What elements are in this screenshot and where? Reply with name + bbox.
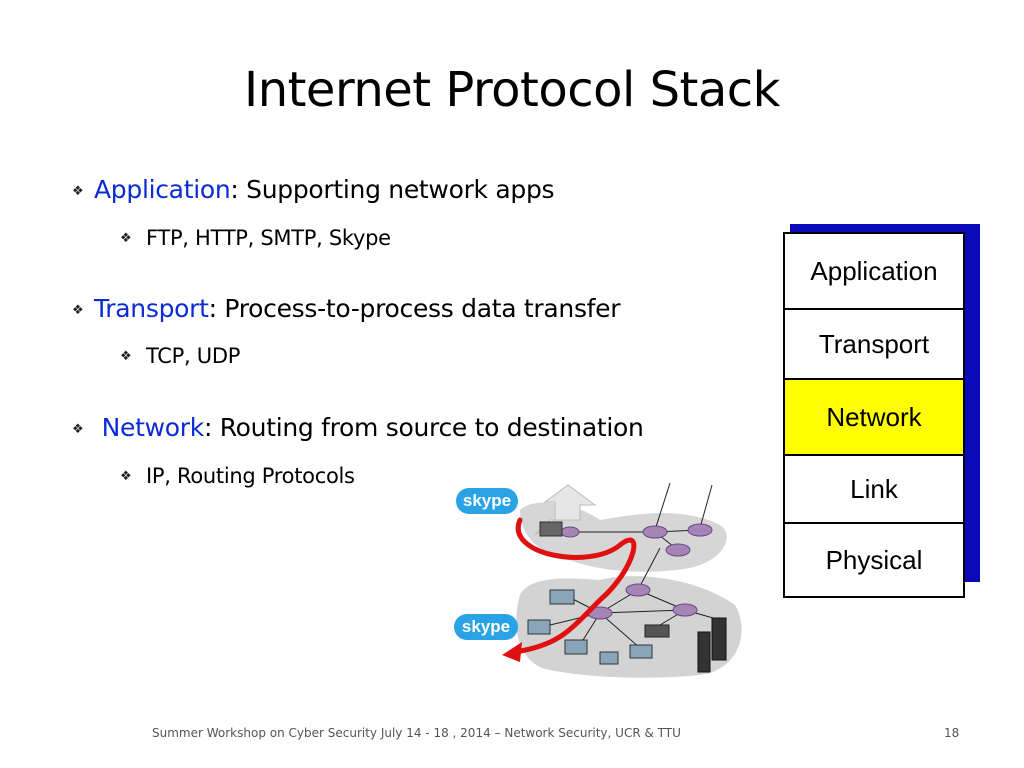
subbullet-text: TCP, UDP xyxy=(146,344,241,368)
subbullet-text: FTP, HTTP, SMTP, Skype xyxy=(146,226,391,250)
route-arrow xyxy=(502,517,637,662)
subbullet-transport: ❖ TCP, UDP xyxy=(120,344,240,368)
diamond-bullet-icon: ❖ xyxy=(72,422,84,437)
layer-application: Application xyxy=(783,232,965,310)
skype-label-bottom: skype xyxy=(462,617,510,636)
protocol-stack: Application Transport Network Link Physi… xyxy=(783,232,965,598)
diamond-bullet-icon: ❖ xyxy=(120,349,132,364)
slide-title: Internet Protocol Stack xyxy=(244,62,780,118)
host-icons xyxy=(527,521,727,673)
skype-label-top: skype xyxy=(463,491,511,510)
bullet-text: : Supporting network apps xyxy=(230,175,555,204)
skype-logo-top: skype xyxy=(456,488,518,514)
bullet-keyword: Network xyxy=(101,413,205,442)
subbullet-application: ❖ FTP, HTTP, SMTP, Skype xyxy=(120,226,391,250)
bullet-keyword: Transport xyxy=(94,294,209,323)
bullet-text: : Routing from source to destination xyxy=(203,413,644,442)
layer-physical: Physical xyxy=(783,522,965,598)
bullet-text: : Process-to-process data transfer xyxy=(208,294,621,323)
bullet-network: ❖ Network: Routing from source to destin… xyxy=(72,413,644,442)
diamond-bullet-icon: ❖ xyxy=(72,184,84,199)
page-number: 18 xyxy=(944,726,960,740)
diamond-bullet-icon: ❖ xyxy=(120,231,132,246)
skype-logo-bottom: skype xyxy=(454,614,518,640)
layer-transport: Transport xyxy=(783,308,965,380)
subbullet-text: IP, Routing Protocols xyxy=(146,464,355,488)
footer-text: Summer Workshop on Cyber Security July 1… xyxy=(152,726,681,740)
layer-network: Network xyxy=(783,378,965,456)
diamond-bullet-icon: ❖ xyxy=(72,303,84,318)
router-icons xyxy=(560,523,713,620)
bullet-application: ❖ Application: Supporting network apps xyxy=(72,175,555,204)
bullet-keyword: Application xyxy=(94,175,231,204)
bullet-transport: ❖ Transport: Process-to-process data tran… xyxy=(72,294,621,323)
layer-link: Link xyxy=(783,454,965,524)
subbullet-network: ❖ IP, Routing Protocols xyxy=(120,464,355,488)
network-illustration: skype skype xyxy=(454,482,742,678)
diamond-bullet-icon: ❖ xyxy=(120,469,132,484)
